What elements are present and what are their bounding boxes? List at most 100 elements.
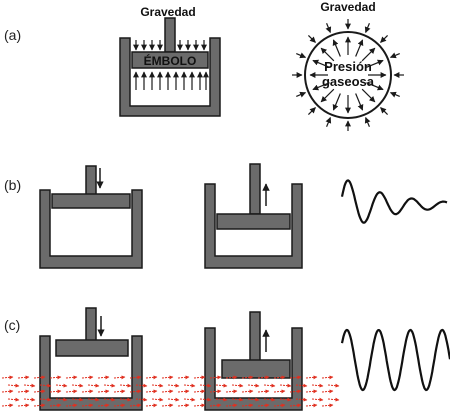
heat-arrow <box>119 397 132 402</box>
inward-gravity-arrow <box>364 23 371 34</box>
heat-arrow <box>231 383 244 388</box>
heat-arrow <box>257 389 270 394</box>
heat-arrow <box>71 397 84 402</box>
heat-arrow <box>33 389 46 394</box>
heat-arrow <box>65 375 78 380</box>
heat-arrow <box>49 403 62 408</box>
piston-a <box>131 51 209 69</box>
heat-arrow <box>263 383 276 388</box>
pressure-arrows-a <box>133 40 209 90</box>
piston-rod-a <box>164 17 176 53</box>
inward-gravity-arrow <box>307 34 316 43</box>
panel-label-a: (a) <box>4 27 21 43</box>
heat-arrow <box>97 389 110 394</box>
heat-arrow <box>97 403 110 408</box>
sphere-arrows <box>292 19 404 131</box>
outward-pressure-arrow <box>332 93 341 111</box>
piston-rod-c1 <box>85 307 97 343</box>
heat-arrow <box>129 375 142 380</box>
heat-arrow <box>241 403 254 408</box>
heat-arrow <box>135 397 148 402</box>
heat-arrow <box>311 397 324 402</box>
heat-arrow <box>7 383 20 388</box>
outward-pressure-arrow <box>320 47 335 62</box>
heat-arrow <box>97 375 110 380</box>
heat-arrow <box>135 383 148 388</box>
heat-arrow <box>39 383 52 388</box>
heat-arrow <box>263 397 276 402</box>
heat-arrow <box>199 383 212 388</box>
outward-pressure-arrow <box>355 39 364 57</box>
outward-pressure-arrow <box>361 88 376 103</box>
heat-arrow <box>215 383 228 388</box>
sphere-pressure-line1: Presión <box>324 59 372 74</box>
inward-gravity-arrow <box>325 116 332 127</box>
heat-arrow <box>225 403 238 408</box>
heat-arrow <box>103 397 116 402</box>
panel-a-piston: Gravedad ÉMBOLO <box>119 5 221 117</box>
cylinder-c2 <box>204 327 303 411</box>
heat-arrow <box>17 389 30 394</box>
heat-arrow <box>23 383 36 388</box>
inward-gravity-arrow <box>296 91 307 98</box>
heat-arrow <box>311 383 324 388</box>
heat-arrow <box>183 397 196 402</box>
heat-arrow <box>161 403 174 408</box>
heat-arrow <box>209 389 222 394</box>
heat-arrow <box>87 397 100 402</box>
outward-pressure-arrow <box>312 59 330 68</box>
heat-arrow <box>289 403 302 408</box>
inward-gravity-arrow <box>389 91 400 98</box>
sphere-pressure-line2: gaseosa <box>322 74 375 89</box>
heat-arrow <box>305 403 318 408</box>
inward-gravity-arrow <box>307 107 316 116</box>
heat-arrow <box>257 375 270 380</box>
panel-label-c: (c) <box>4 317 20 333</box>
heat-arrow <box>273 375 286 380</box>
heat-arrow <box>113 403 126 408</box>
panel-a-sphere: Gravedad Presión gaseosa <box>292 0 404 131</box>
heat-arrow <box>247 383 260 388</box>
heat-arrow <box>49 375 62 380</box>
heat-arrow <box>151 397 164 402</box>
heat-arrow <box>225 389 238 394</box>
inward-gravity-arrow <box>380 34 389 43</box>
cylinder-b2 <box>204 183 303 269</box>
heat-arrow <box>289 389 302 394</box>
piston-rod-c2 <box>249 311 261 363</box>
heat-arrow <box>215 397 228 402</box>
panel-label-b: (b) <box>4 177 21 193</box>
heat-arrow <box>241 389 254 394</box>
heat-arrow <box>1 403 14 408</box>
heat-arrow <box>145 389 158 394</box>
piston-rod-b2 <box>249 163 261 215</box>
heat-arrow <box>55 397 68 402</box>
piston-rod-b1 <box>85 165 97 197</box>
heat-flow-arrows <box>1 375 340 408</box>
heat-arrow <box>273 389 286 394</box>
outward-pressure-arrow <box>361 47 376 62</box>
heat-arrow <box>327 397 340 402</box>
heat-arrow <box>65 389 78 394</box>
heat-arrow <box>199 397 212 402</box>
inward-gravity-arrow <box>389 52 400 59</box>
heat-arrow <box>177 403 190 408</box>
heat-arrow <box>113 389 126 394</box>
heat-arrow <box>247 397 260 402</box>
piston-b2 <box>216 213 291 230</box>
outward-pressure-arrow <box>332 39 341 57</box>
inward-gravity-arrow <box>296 52 307 59</box>
heat-arrow <box>241 375 254 380</box>
outward-pressure-arrow <box>366 82 384 91</box>
heat-arrow <box>231 397 244 402</box>
heat-arrow <box>193 375 206 380</box>
heat-arrow <box>273 403 286 408</box>
heat-arrow <box>279 397 292 402</box>
heat-arrow <box>33 403 46 408</box>
heat-arrow <box>209 375 222 380</box>
heat-arrow <box>321 403 334 408</box>
heat-arrow <box>1 375 14 380</box>
piston-c2 <box>221 359 291 379</box>
heat-arrow <box>81 389 94 394</box>
sphere-gravity-label: Gravedad <box>320 0 375 14</box>
